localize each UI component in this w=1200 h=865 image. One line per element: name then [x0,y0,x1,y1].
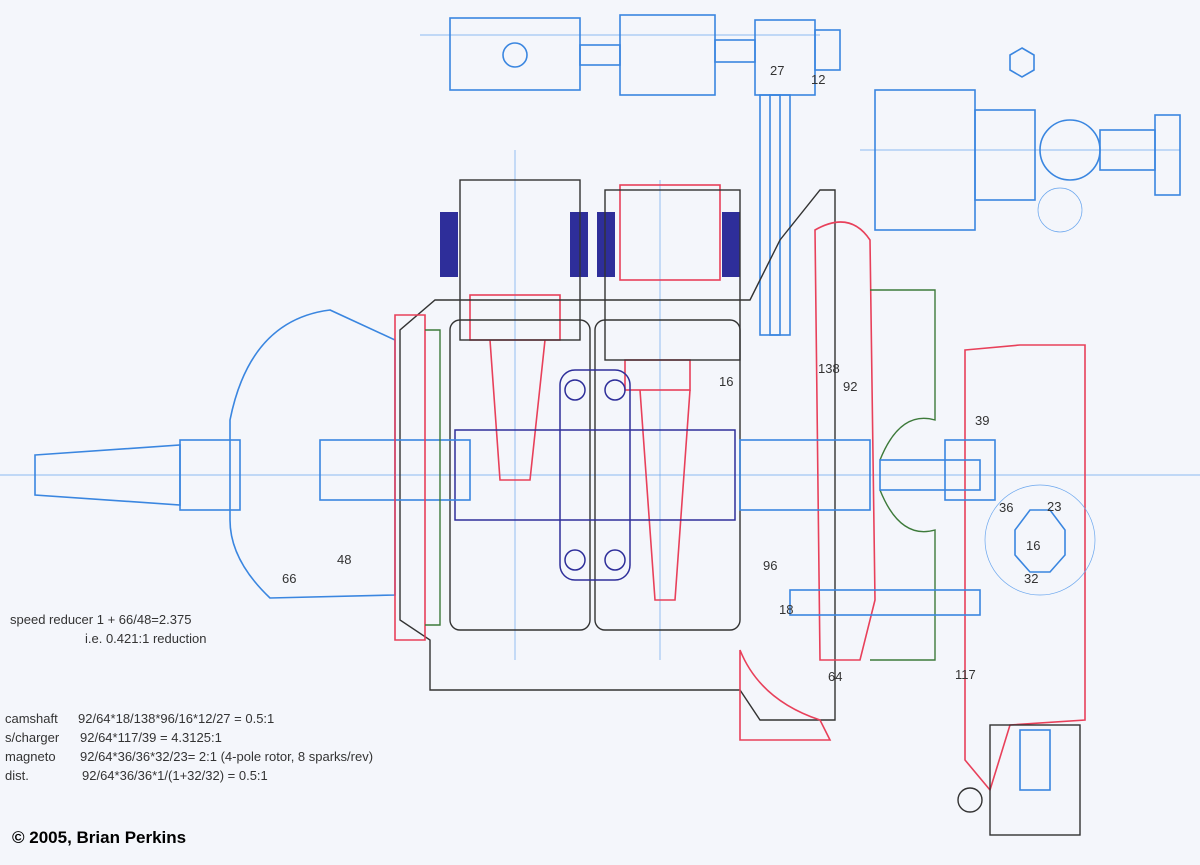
gear-label: 12 [811,72,825,87]
magneto-label: magneto [5,749,56,764]
copyright: © 2005, Brian Perkins [12,828,187,847]
gear-label: 92 [843,379,857,394]
scharger-formula: 92/64*117/39 = 4.3125:1 [80,730,222,745]
gear-label: 18 [779,602,793,617]
gear-label: 36 [999,500,1013,515]
gear-label: 64 [828,669,842,684]
cylinders [440,179,741,601]
magneto-assembly [874,47,1181,233]
dist-label: dist. [5,768,29,783]
gear-label: 39 [975,413,989,428]
scharger-label: s/charger [5,730,60,745]
propeller-reduction [34,309,471,641]
gear-label: 32 [1024,571,1038,586]
camshaft-drive [449,14,841,336]
gear-label: 16 [719,374,733,389]
gear-label: 96 [763,558,777,573]
gear-labels: 27 12 16 138 92 39 36 23 16 32 48 66 96 … [282,63,1061,684]
supercharger-section [739,221,1096,836]
centerlines [0,34,1200,660]
crankcase [399,189,836,721]
reduction-note: i.e. 0.421:1 reduction [85,631,207,646]
speed-reducer-note: speed reducer 1 + 66/48=2.375 [10,612,192,627]
gear-label: 66 [282,571,296,586]
gear-label: 23 [1047,499,1061,514]
gear-label: 138 [818,361,840,376]
gear-label: 48 [337,552,351,567]
gear-label: 27 [770,63,784,78]
camshaft-formula: 92/64*18/138*96/16*12/27 = 0.5:1 [78,711,275,726]
gear-label: 117 [955,667,976,682]
gear-label: 16 [1026,538,1040,553]
dist-formula: 92/64*36/36*1/(1+32/32) = 0.5:1 [82,768,268,783]
magneto-formula: 92/64*36/36*32/23= 2:1 (4-pole rotor, 8 … [80,749,374,764]
camshaft-label: camshaft [5,711,58,726]
